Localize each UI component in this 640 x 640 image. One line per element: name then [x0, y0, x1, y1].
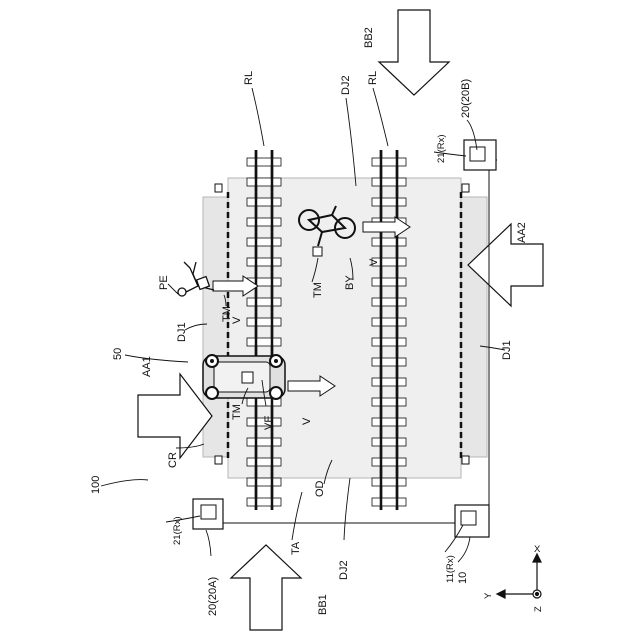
sleeper-left	[247, 198, 281, 206]
sleeper-right	[372, 478, 406, 486]
sleeper-right	[372, 418, 406, 426]
axis-indicator	[497, 554, 541, 598]
sleeper-left	[247, 338, 281, 346]
sleeper-right	[372, 458, 406, 466]
sleeper-left	[247, 158, 281, 166]
label-cr: CR	[167, 452, 179, 468]
label-v-ve: V	[301, 417, 313, 425]
sleeper-left	[247, 498, 281, 506]
label-axis-y: Y	[483, 592, 494, 599]
arrow-bb1	[231, 545, 301, 630]
label-ve: VE	[263, 415, 275, 430]
sleeper-left	[247, 238, 281, 246]
label-20a: 20(20A)	[207, 577, 219, 616]
sleeper-right	[372, 498, 406, 506]
label-dj2-top: DJ2	[340, 75, 352, 95]
sleeper-right	[372, 158, 406, 166]
sleeper-left	[247, 438, 281, 446]
sensor-20a	[193, 499, 223, 529]
label-axis-z: Z	[533, 606, 544, 612]
sleeper-right	[372, 438, 406, 446]
sleeper-right	[372, 298, 406, 306]
arrow-bb2	[379, 10, 449, 95]
car-icon	[203, 355, 285, 399]
label-100: 100	[90, 476, 102, 494]
sleeper-left	[247, 458, 281, 466]
label-rl-right: RL	[367, 71, 379, 85]
sleeper-left	[247, 478, 281, 486]
sleeper-left	[247, 178, 281, 186]
label-v-pe: V	[231, 316, 243, 324]
label-ta: TA	[290, 541, 302, 555]
label-rl-left: RL	[243, 71, 255, 85]
label-od: OD	[314, 480, 326, 497]
sleeper-left	[247, 298, 281, 306]
sleeper-right	[372, 198, 406, 206]
label-10: 10	[457, 572, 469, 584]
sleeper-left	[247, 258, 281, 266]
sleeper-right	[372, 178, 406, 186]
label-50: 50	[112, 348, 124, 360]
sleeper-right	[372, 238, 406, 246]
sleeper-right	[372, 338, 406, 346]
label-tm-ve: TM	[231, 404, 243, 420]
sleeper-right	[372, 398, 406, 406]
label-bb2: BB2	[363, 27, 375, 48]
sleeper-right	[372, 278, 406, 286]
sleeper-left	[247, 318, 281, 326]
label-aa1: AA1	[141, 356, 153, 377]
label-aa2: AA2	[516, 222, 528, 243]
label-rx-bottom-left: 21(Rx)	[172, 516, 183, 545]
sleeper-right	[372, 358, 406, 366]
label-rx-top: 21(Rx)	[436, 134, 447, 163]
controller-10	[455, 505, 489, 537]
label-pe: PE	[158, 275, 170, 290]
sleeper-left	[247, 218, 281, 226]
label-dj2-bottom: DJ2	[338, 560, 350, 580]
label-tm-by: TM	[312, 282, 324, 298]
label-bb1: BB1	[317, 594, 329, 615]
label-axis-x: X	[534, 544, 541, 555]
label-dj1-left: DJ1	[176, 322, 188, 342]
label-by: BY	[344, 275, 356, 290]
sensor-20b	[464, 140, 496, 170]
sleeper-right	[372, 318, 406, 326]
label-rx-11: 11(Rx)	[445, 555, 456, 583]
label-dj1-right: DJ1	[501, 340, 513, 360]
sleeper-right	[372, 378, 406, 386]
label-v-by: V	[368, 258, 380, 266]
label-20b: 20(20B)	[460, 79, 472, 118]
